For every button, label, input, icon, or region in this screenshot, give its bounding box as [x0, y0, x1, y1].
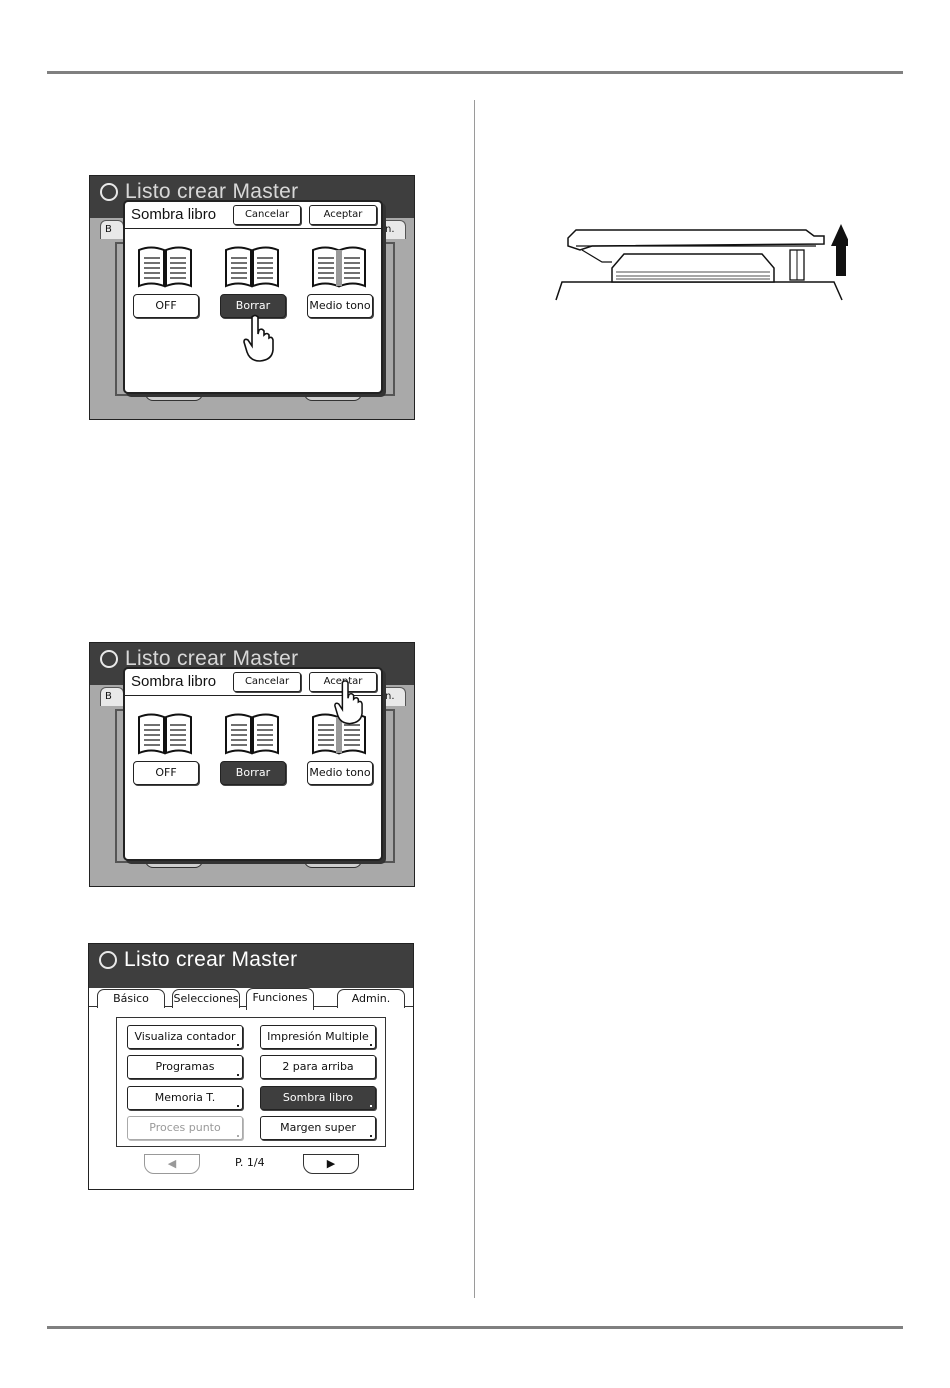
pointing-hand-icon [334, 680, 363, 725]
page-indicator: P. 1/4 [235, 1156, 265, 1169]
submenu-dot-icon [237, 1074, 239, 1076]
button-label: Impresión Multiple [267, 1030, 369, 1043]
dialog-title: Sombra libro [131, 673, 217, 690]
accept-button[interactable]: Aceptar [309, 205, 377, 225]
option-off-button[interactable]: OFF [133, 294, 199, 318]
cancel-button[interactable]: Cancelar [233, 205, 301, 225]
button-label: Sombra libro [282, 1091, 354, 1104]
scanner-cover-lift-illustration [555, 224, 848, 301]
tab-funciones[interactable]: Funciones [246, 988, 314, 1010]
ready-ring-icon [100, 183, 118, 201]
cancel-button[interactable]: Cancelar [233, 672, 301, 692]
submenu-dot-icon [237, 1105, 239, 1107]
option-borrar-button[interactable]: Borrar [220, 761, 286, 785]
submenu-dot-icon [370, 1105, 372, 1107]
pointing-hand-icon [243, 314, 274, 362]
sombra-libro-dialog: Sombra libro Cancelar Aceptar OFF Borrar… [123, 200, 383, 394]
dialog-title: Sombra libro [131, 206, 217, 223]
margen-super-button[interactable]: Margen super [260, 1116, 376, 1140]
sombra-libro-button[interactable]: Sombra libro [260, 1086, 376, 1110]
proces-punto-button[interactable]: Proces punto [127, 1116, 243, 1140]
option-borrar-button[interactable]: Borrar [220, 294, 286, 318]
programas-button[interactable]: Programas [127, 1055, 243, 1079]
bg-tab-right: n. [380, 220, 406, 239]
dos-para-arriba-button[interactable]: 2 para arriba [260, 1055, 376, 1079]
button-label: Programas [155, 1060, 215, 1073]
bottom-rule [47, 1326, 903, 1329]
sombra-libro-dialog: Sombra libro Cancelar Aceptar OFF Borrar… [123, 667, 383, 861]
screen-title: Listo crear Master [124, 948, 298, 971]
column-divider [474, 100, 475, 1298]
button-label: Margen super [280, 1121, 356, 1134]
button-label: Visualiza contador [134, 1030, 236, 1043]
bg-tab-left: B [100, 220, 124, 239]
submenu-dot-icon [370, 1135, 372, 1137]
ready-ring-icon [100, 650, 118, 668]
screen-sombra-libro-accept: Listo crear Master B n. P.2/4 Sombra lib… [89, 642, 415, 887]
submenu-dot-icon [237, 1044, 239, 1046]
book-off-icon [138, 246, 192, 288]
book-medio-tono-icon [312, 246, 366, 288]
ready-ring-icon [99, 951, 117, 969]
option-medio-tono-button[interactable]: Medio tono [307, 761, 373, 785]
prev-arrow-icon: ◀ [167, 1157, 177, 1170]
title-bar: Listo crear Master [89, 944, 413, 988]
tab-admin[interactable]: Admin. [337, 989, 405, 1008]
button-label: 2 para arriba [282, 1060, 354, 1073]
dialog-separator [125, 695, 381, 696]
bg-tab-left: B [100, 687, 124, 706]
tab-selecciones[interactable]: Selecciones [172, 989, 240, 1008]
next-arrow-icon: ▶ [326, 1157, 336, 1170]
top-rule [47, 71, 903, 74]
next-page-button[interactable]: ▶ [303, 1154, 359, 1174]
screen-title: Listo crear Master [125, 647, 299, 670]
functions-panel: Visualiza contador Impresión Multiple Pr… [116, 1017, 386, 1147]
screen-sombra-libro-select: Listo crear Master B n. P.2/4 Sombra lib… [89, 175, 415, 420]
book-borrar-icon [225, 713, 279, 755]
button-label: Memoria T. [154, 1091, 216, 1104]
screen-title: Listo crear Master [125, 180, 299, 203]
book-borrar-icon [225, 246, 279, 288]
memoria-t-button[interactable]: Memoria T. [127, 1086, 243, 1110]
option-off-button[interactable]: OFF [133, 761, 199, 785]
book-off-icon [138, 713, 192, 755]
submenu-dot-icon [237, 1135, 239, 1137]
bg-tab-right: n. [380, 687, 406, 706]
dialog-separator [125, 228, 381, 229]
screen-funciones: Listo crear Master Básico Selecciones Fu… [88, 943, 414, 1190]
impresion-multiple-button[interactable]: Impresión Multiple [260, 1025, 376, 1049]
button-label: Proces punto [149, 1121, 221, 1134]
submenu-dot-icon [370, 1044, 372, 1046]
tab-basico[interactable]: Básico [97, 989, 165, 1008]
visualiza-contador-button[interactable]: Visualiza contador [127, 1025, 243, 1049]
option-medio-tono-button[interactable]: Medio tono [307, 294, 373, 318]
prev-page-button[interactable]: ◀ [144, 1154, 200, 1174]
